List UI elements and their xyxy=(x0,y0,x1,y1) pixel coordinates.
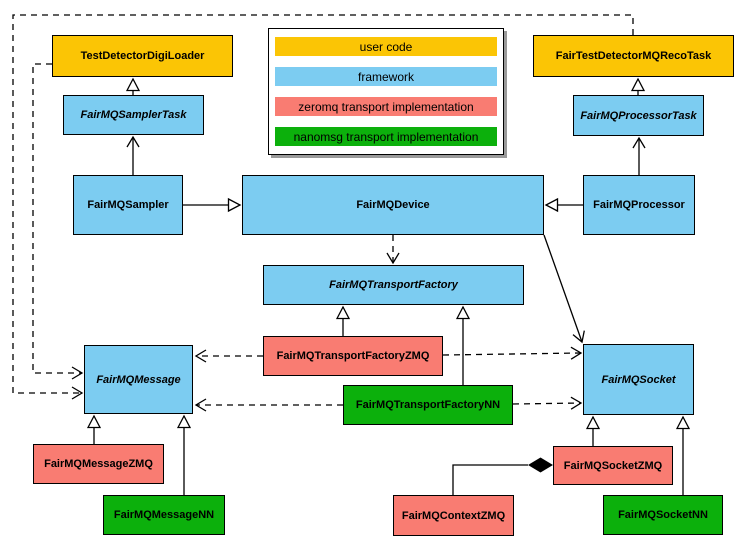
node-label: FairMQSocketNN xyxy=(618,509,708,521)
node-fairmqtransportfactory: FairMQTransportFactory xyxy=(263,265,524,305)
node-label: FairMQSocket xyxy=(601,373,676,386)
node-label: FairMQMessageNN xyxy=(113,509,215,521)
node-label: FairMQContextZMQ xyxy=(401,509,506,522)
node-fairmqprocessor: FairMQProcessor xyxy=(583,175,695,235)
node-label: FairMQDevice xyxy=(356,199,430,211)
legend-label-zeromq: zeromq transport implementation xyxy=(298,99,474,114)
node-fairmqsocket: FairMQSocket xyxy=(583,344,694,415)
legend-item-zeromq: zeromq transport implementation xyxy=(275,97,497,116)
edge-device-to-socket xyxy=(543,234,585,344)
node-fairtestdetectormqrecotask: FairTestDetectorMQRecoTask xyxy=(533,35,734,77)
node-fairmqsampler: FairMQSampler xyxy=(73,175,183,235)
node-fairmqtransportfactoryzmq: FairMQTransportFactoryZMQ xyxy=(263,336,443,376)
node-label: FairMQSamplerTask xyxy=(80,109,187,121)
node-label: FairMQMessageZMQ xyxy=(44,458,153,470)
node-label: FairMQSampler xyxy=(87,199,169,211)
composition-diamond xyxy=(528,457,553,473)
node-fairmqmessage: FairMQMessage xyxy=(84,345,193,414)
legend-label-user-code: user code xyxy=(359,39,413,54)
node-label: FairMQSocketZMQ xyxy=(563,459,663,472)
legend-label-nanomsg: nanomsg transport implementation xyxy=(293,129,479,144)
node-fairmqmessagenn: FairMQMessageNN xyxy=(103,495,225,535)
node-label: TestDetectorDigiLoader xyxy=(80,50,205,62)
node-testdetectordigiloader: TestDetectorDigiLoader xyxy=(52,35,233,77)
node-fairmqtransportfactorynn: FairMQTransportFactoryNN xyxy=(343,385,513,425)
edge-contextzmq-to-socketzmq xyxy=(452,464,528,495)
node-fairmqsocketnn: FairMQSocketNN xyxy=(603,495,723,535)
legend-label-framework: framework xyxy=(357,69,414,84)
legend-item-framework: framework xyxy=(275,67,497,86)
legend-item-user-code: user code xyxy=(275,37,497,56)
node-label: FairTestDetectorMQRecoTask xyxy=(555,50,712,62)
node-label: FairMQMessage xyxy=(96,373,181,386)
node-label: FairMQTransportFactory xyxy=(329,279,458,291)
node-fairmqsocketzmq: FairMQSocketZMQ xyxy=(553,446,673,485)
edge-factoryzmq-to-socket xyxy=(442,346,583,360)
node-label: FairMQTransportFactoryZMQ xyxy=(276,350,430,362)
node-label: FairMQProcessor xyxy=(593,199,685,211)
edge-factorynn-to-socket xyxy=(512,396,583,410)
node-fairmqprocessortask: FairMQProcessorTask xyxy=(573,95,704,136)
node-fairmqcontextzmq: FairMQContextZMQ xyxy=(393,495,514,536)
legend-item-nanomsg: nanomsg transport implementation xyxy=(275,127,497,146)
legend: user code framework zeromq transport imp… xyxy=(268,28,504,155)
node-label: FairMQProcessorTask xyxy=(580,109,697,122)
node-fairmqmessagezmq: FairMQMessageZMQ xyxy=(33,444,164,484)
node-label: FairMQTransportFactoryNN xyxy=(355,399,501,411)
node-fairmqdevice: FairMQDevice xyxy=(242,175,544,235)
node-fairmqsamplertask: FairMQSamplerTask xyxy=(63,95,204,135)
